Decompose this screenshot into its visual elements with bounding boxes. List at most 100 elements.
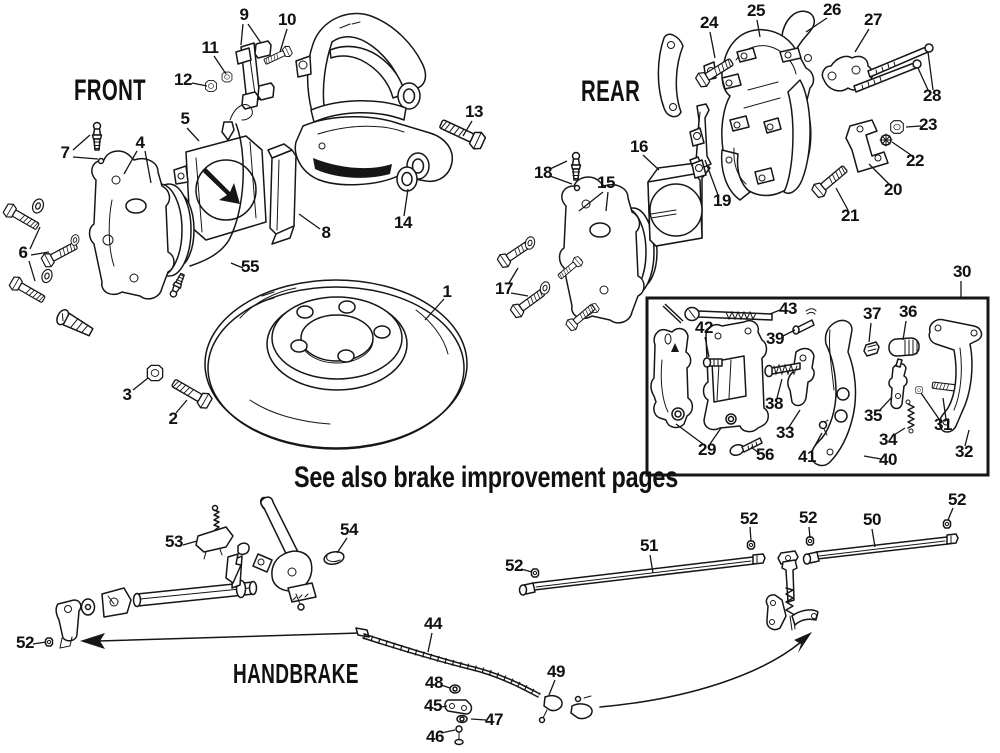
compensator-arrow — [599, 632, 812, 708]
leader-line — [462, 120, 473, 137]
leader-line — [917, 67, 929, 91]
leader-line — [230, 262, 244, 269]
rear-lockwasher-22-drawing — [879, 133, 893, 147]
leader-line — [336, 537, 348, 554]
rear-pins-28-drawing — [853, 43, 934, 93]
leader-line — [440, 684, 451, 689]
rear-caliper-drawing — [689, 10, 816, 201]
leader-line — [72, 134, 91, 151]
handbrake-pawl-drawing — [195, 504, 234, 560]
leader-line — [893, 427, 906, 436]
cable-adjuster-45-48-drawing — [444, 684, 473, 746]
leader-line — [788, 409, 801, 428]
leader-line — [30, 251, 50, 256]
leader-line — [578, 191, 604, 212]
leader-line — [891, 141, 912, 156]
handbrake-ratchet-drawing — [225, 553, 242, 584]
inset-thumb-screw-56-drawing — [729, 437, 763, 457]
front-brake-pipe-drawing — [167, 123, 244, 300]
inset-pin-39-drawing — [792, 308, 817, 335]
leader-line — [440, 729, 456, 734]
section-label-rear: REAR — [581, 75, 641, 108]
leader-line — [808, 526, 811, 539]
leader-line — [769, 309, 781, 315]
rear-hub-drawing — [555, 176, 658, 326]
leader-line — [750, 446, 760, 454]
handbrake-cross-shaft-drawing — [132, 579, 258, 608]
leader-line — [805, 17, 828, 33]
handbrake-lever-drawing — [252, 496, 317, 611]
leader-line — [709, 31, 716, 59]
leader-line — [32, 641, 47, 645]
leader-line — [709, 427, 722, 445]
leader-line — [782, 329, 796, 337]
brake-disc-drawing — [204, 279, 468, 450]
leader-line — [871, 528, 876, 548]
leader-line — [947, 507, 954, 521]
leader-line — [756, 19, 761, 38]
leader-line — [72, 156, 99, 160]
leader-line — [213, 55, 227, 75]
inset-cone-37-drawing — [863, 341, 880, 357]
leader-line — [675, 423, 704, 445]
note-text: See also brake improvement pages — [294, 461, 678, 494]
leader-line — [123, 150, 138, 175]
leader-line — [942, 397, 947, 420]
leader-line — [240, 23, 244, 46]
inset-bolt-43-drawing — [662, 303, 773, 324]
handbrake-compensator-drawing — [765, 550, 819, 631]
inset-pin-42-drawing — [702, 357, 723, 368]
leader-line — [403, 188, 409, 217]
inset-caliper-halves-drawing — [650, 320, 769, 433]
leader-line — [920, 392, 940, 420]
handbrake-grommet-54-drawing — [323, 551, 345, 565]
inset-screw-41-drawing — [818, 419, 829, 436]
leader-line — [549, 175, 573, 185]
leader-line — [427, 632, 433, 653]
inset-lever-33-drawing — [787, 347, 815, 407]
leader-line — [144, 150, 152, 184]
inset-spring-34-drawing — [905, 399, 915, 434]
section-label-front: FRONT — [74, 74, 146, 107]
rear-curved-strap-drawing — [657, 33, 684, 118]
leader-line — [186, 127, 200, 142]
handbrake-trunnion-drawing — [44, 599, 82, 649]
leader-line — [182, 540, 198, 546]
front-bleed-screw-drawing — [221, 104, 253, 141]
leader-line — [440, 705, 448, 708]
handbrake-cable-drawing — [362, 633, 541, 698]
leader-line — [964, 429, 970, 447]
leader-line — [132, 377, 149, 391]
leader-line — [28, 260, 36, 282]
leader-line — [424, 298, 445, 321]
leader-line — [279, 28, 288, 53]
leader-line — [878, 396, 893, 412]
leader-line — [191, 82, 208, 87]
front-grease-fitting-drawing — [91, 121, 105, 165]
leader-line — [905, 125, 922, 128]
rear-bracket-20-drawing — [845, 119, 889, 173]
front-caliper-drawing — [294, 12, 454, 186]
inset-link-35-drawing — [888, 358, 908, 410]
leader-line — [704, 336, 710, 358]
leader-line — [298, 213, 321, 230]
leader-line — [175, 399, 188, 414]
front-mounting-bracket-drawing — [205, 40, 294, 110]
leader-line — [470, 718, 487, 721]
leader-line — [776, 378, 783, 399]
inset-arm-32-drawing — [928, 318, 983, 433]
leader-line — [508, 267, 519, 284]
leader-line — [520, 568, 533, 573]
leader-line — [704, 159, 719, 196]
leader-line — [649, 554, 654, 574]
handbrake-rod-51-drawing — [518, 540, 766, 596]
rear-pad-block-drawing — [647, 161, 711, 247]
leader-line — [868, 163, 890, 185]
leader-line — [548, 679, 556, 696]
inset-spring-screw-38-drawing — [764, 362, 801, 378]
leader-line — [854, 28, 870, 53]
front-pad-shim-drawing — [267, 143, 297, 245]
